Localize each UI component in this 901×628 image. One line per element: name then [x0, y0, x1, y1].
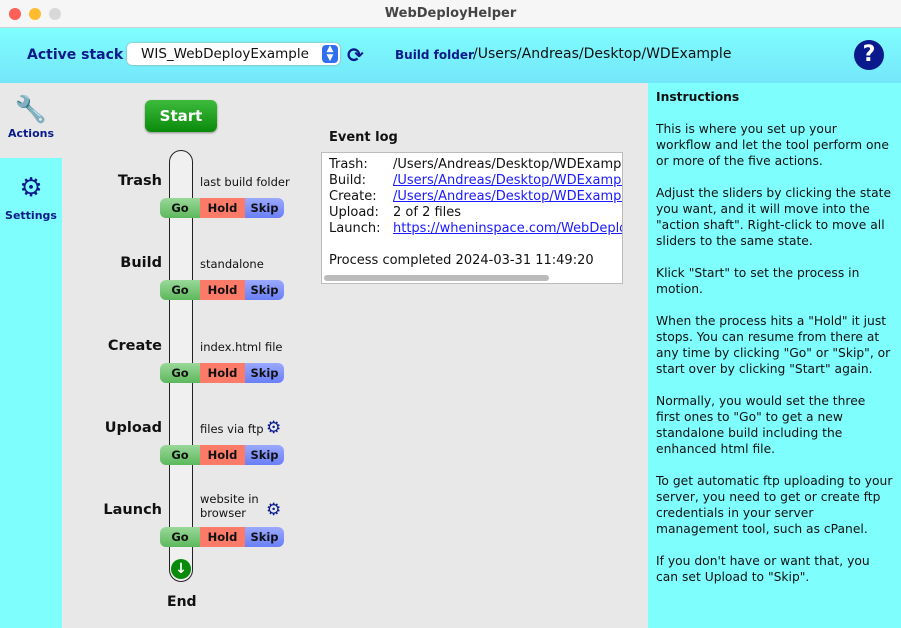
window-title: WebDeployHelper [384, 6, 517, 21]
step-desc: website in browser [200, 492, 259, 520]
start-button[interactable]: Start [145, 100, 217, 132]
log-row: Launch:https://wheninspace.com/WebDeploy [329, 221, 622, 237]
event-log[interactable]: Trash:/Users/Andreas/Desktop/WDExample B… [321, 152, 623, 284]
help-icon[interactable]: ? [854, 40, 884, 70]
build-folder-value: /Users/Andreas/Desktop/WDExample [473, 46, 732, 62]
log-row: Create:/Users/Andreas/Desktop/WDExample [329, 189, 622, 205]
skip-button[interactable]: Skip [245, 280, 284, 300]
go-button[interactable]: Go [160, 280, 200, 300]
step-slider-upload[interactable]: Go Hold Skip [160, 445, 284, 465]
sidebar-item-actions[interactable]: 🔧 Actions [0, 83, 62, 158]
step-desc: index.html file [200, 340, 283, 354]
chevron-updown-icon: ▲▼ [322, 45, 338, 63]
log-row: Trash:/Users/Andreas/Desktop/WDExample [329, 157, 623, 172]
create-link[interactable]: /Users/Andreas/Desktop/WDExample [393, 189, 623, 204]
active-stack-label: Active stack [27, 47, 124, 63]
sidebar: 🔧 Actions ⚙ Settings [0, 83, 62, 628]
hold-button[interactable]: Hold [200, 363, 245, 383]
step-label-build: Build [120, 255, 162, 271]
step-desc: last build folder [200, 175, 290, 189]
sidebar-item-label: Settings [5, 209, 57, 222]
step-slider-trash[interactable]: Go Hold Skip [160, 198, 284, 218]
instruction-paragraph: This is where you set up your workflow a… [656, 122, 889, 168]
go-button[interactable]: Go [160, 445, 200, 465]
sidebar-item-settings[interactable]: ⚙ Settings [0, 173, 62, 222]
log-row: Upload:2 of 2 files [329, 205, 462, 220]
instruction-paragraph: Klick "Start" to set the process in moti… [656, 266, 860, 296]
arrow-down-icon: ↓ [171, 559, 191, 579]
instruction-paragraph: Adjust the sliders by clicking the state… [656, 186, 892, 248]
sidebar-item-label: Actions [8, 127, 54, 140]
instructions-panel: Instructions This is where you set up yo… [648, 83, 901, 628]
go-button[interactable]: Go [160, 527, 200, 547]
instruction-paragraph: To get automatic ftp uploading to your s… [656, 474, 893, 536]
hold-button[interactable]: Hold [200, 198, 245, 218]
step-label-upload: Upload [104, 420, 162, 436]
horizontal-scrollbar[interactable] [324, 275, 549, 281]
log-status: Process completed 2024-03-31 11:49:20 [329, 253, 594, 268]
gears-icon: ⚙ [19, 173, 43, 203]
skip-button[interactable]: Skip [245, 198, 284, 218]
launch-link[interactable]: https://wheninspace.com/WebDeploy [393, 221, 623, 236]
refresh-icon[interactable]: ⟳ [347, 43, 364, 67]
skip-button[interactable]: Skip [245, 527, 284, 547]
instruction-paragraph: When the process hits a "Hold" it just s… [656, 314, 891, 376]
event-log-title: Event log [329, 130, 398, 145]
step-label-create: Create [107, 338, 162, 354]
step-desc: files via ftp [200, 422, 264, 436]
log-row: Build:/Users/Andreas/Desktop/WDExample [329, 173, 622, 189]
build-link[interactable]: /Users/Andreas/Desktop/WDExample [393, 173, 623, 188]
step-slider-create[interactable]: Go Hold Skip [160, 363, 284, 383]
step-label-launch: Launch [103, 502, 162, 518]
step-label-trash: Trash [117, 173, 162, 189]
title-bar: WebDeployHelper [0, 0, 901, 28]
end-label: End [167, 594, 197, 610]
active-stack-select[interactable]: WIS_WebDeployExample ▲▼ [127, 43, 340, 65]
step-slider-launch[interactable]: Go Hold Skip [160, 527, 284, 547]
hold-button[interactable]: Hold [200, 445, 245, 465]
zoom-button[interactable] [49, 8, 61, 20]
go-button[interactable]: Go [160, 363, 200, 383]
step-desc: standalone [200, 257, 264, 271]
step-slider-build[interactable]: Go Hold Skip [160, 280, 284, 300]
hold-button[interactable]: Hold [200, 527, 245, 547]
header: Active stack WIS_WebDeployExample ▲▼ ⟳ Bu… [0, 28, 901, 83]
instruction-paragraph: Normally, you would set the three first … [656, 394, 866, 456]
minimize-button[interactable] [29, 8, 41, 20]
gear-icon[interactable]: ⚙ [266, 418, 282, 438]
go-button[interactable]: Go [160, 198, 200, 218]
gear-icon[interactable]: ⚙ [266, 500, 282, 520]
close-button[interactable] [9, 8, 21, 20]
wrench-icon: 🔧 [14, 95, 48, 125]
skip-button[interactable]: Skip [245, 445, 284, 465]
build-folder-label: Build folder [395, 48, 474, 62]
instruction-paragraph: If you don't have or want that, you can … [656, 554, 870, 584]
instructions-title: Instructions [656, 90, 740, 104]
active-stack-value: WIS_WebDeployExample [141, 46, 309, 62]
hold-button[interactable]: Hold [200, 280, 245, 300]
skip-button[interactable]: Skip [245, 363, 284, 383]
